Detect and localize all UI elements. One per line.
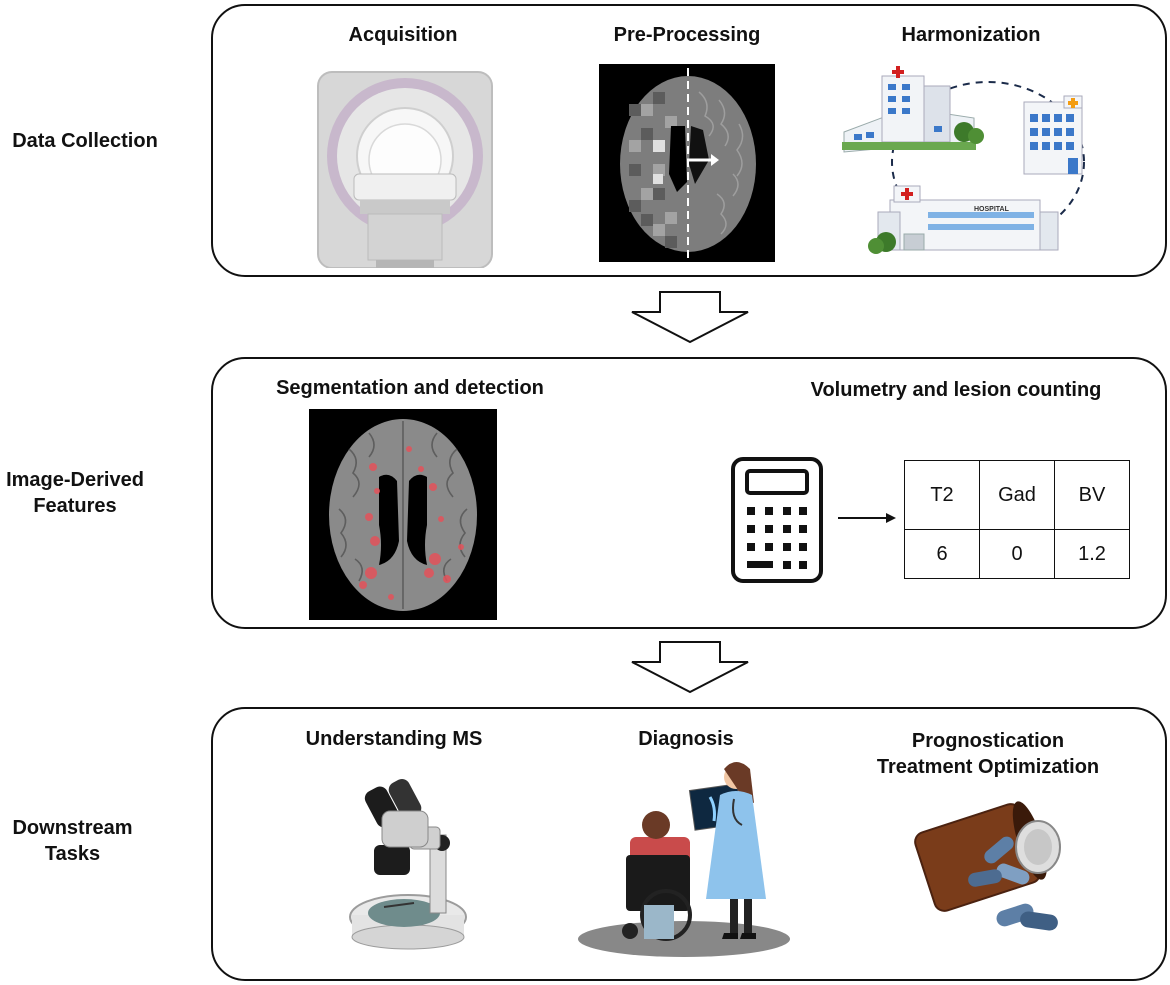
table-header-row: T2 Gad BV [904,460,1130,530]
table-header-cell: Gad [979,460,1055,530]
prognostication-line1: Prognostication [911,730,1065,752]
understanding-ms-title: Understanding MS [305,728,483,750]
calculator-icon [731,457,823,583]
volumetry-table: T2 Gad BV 6 0 1.2 [904,460,1130,579]
pill-bottle-illustration [914,801,1061,931]
flow-arrow-2 [631,641,749,694]
diagnosis-title: Diagnosis [638,728,734,750]
row-label-text: Data Collection [12,130,158,152]
diagnosis-illustration [578,762,790,957]
hospital-top-left [842,66,984,153]
table-header-cell: T2 [904,460,980,530]
mri-scanner-illustration [317,71,493,268]
prognostication-line2: Treatment Optimization [876,756,1100,778]
table-header-cell: BV [1054,460,1130,530]
row-label-downstream-tasks: Downstream Tasks [0,815,145,867]
segmentation-title: Segmentation and detection [276,377,544,399]
preprocessing-title: Pre-Processing [613,24,761,46]
row-label-data-collection: Data Collection [0,128,170,154]
acquisition-title: Acquisition [348,24,458,46]
harmonization-title: Harmonization [901,24,1041,46]
table-cell: 0 [979,529,1055,579]
row-label-line1: Downstream [12,817,133,839]
harmonization-hospitals-illustration: HOSPITAL [842,66,1085,254]
row-label-line1: Image-Derived [6,469,144,491]
table-row: 6 0 1.2 [904,529,1130,579]
hospital-sign-text: HOSPITAL [974,206,1010,213]
volumetry-title: Volumetry and lesion counting [810,379,1102,401]
table-cell: 6 [904,529,980,579]
preprocessing-brain-scan [599,64,775,262]
segmentation-brain-scan [309,409,497,620]
flow-arrow-1 [631,291,749,344]
hospital-bottom [868,185,1059,254]
microscope-illustration [349,778,467,950]
table-cell: 1.2 [1054,529,1130,579]
calc-to-table-arrow [838,513,896,523]
row-label-line2: Tasks [44,843,101,865]
hospital-right [1023,95,1083,175]
row-label-line2: Features [33,495,117,517]
prognostication-title: Prognostication Treatment Optimization [856,728,1120,780]
row-label-image-derived-features: Image-Derived Features [0,467,150,519]
